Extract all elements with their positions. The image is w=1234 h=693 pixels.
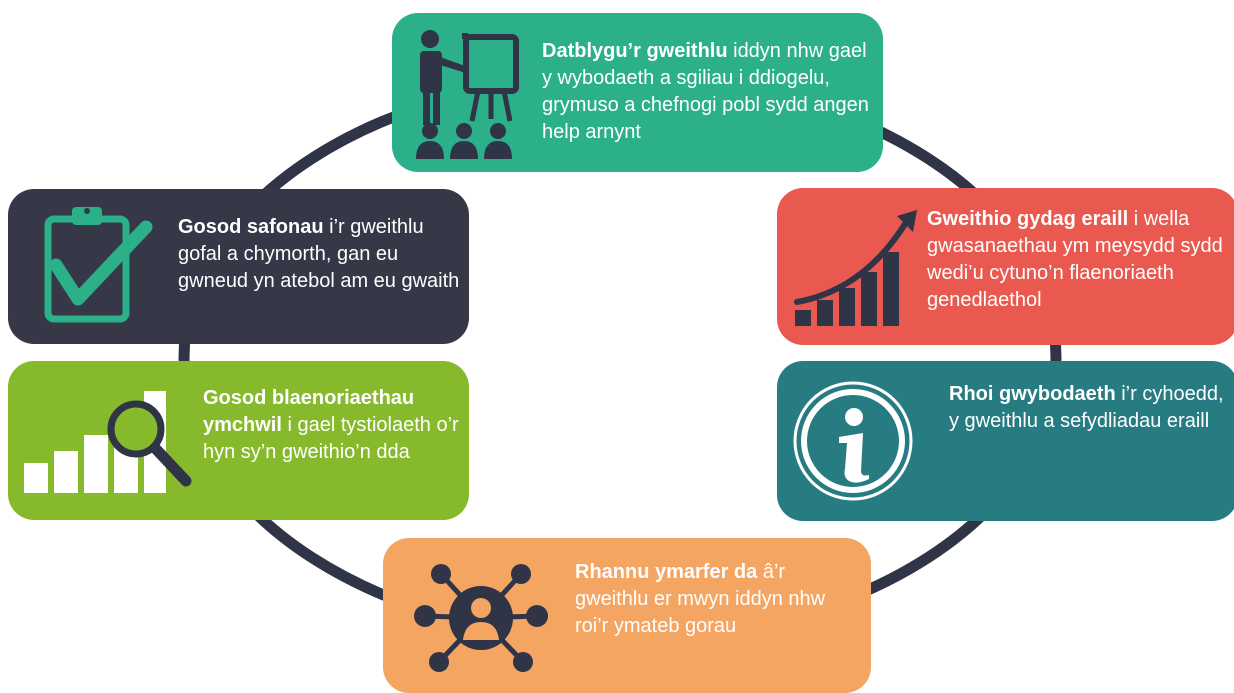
card-heading: Gweithio gydag eraill <box>927 208 1129 230</box>
card-body: i’r cyhoedd, y gweithlu a sefydliadau er… <box>949 383 1224 432</box>
presentation-icon <box>416 30 519 159</box>
card-description: Gweithio gydag eraill i wella gwasanaeth… <box>927 206 1227 314</box>
card-body: i wella gwasanaethau ym meysydd sydd wed… <box>927 208 1223 311</box>
card-set-standards: Gosod safonau i’r gweithlu gofal a chymo… <box>8 189 469 344</box>
card-heading: Rhannu ymarfer da <box>575 561 758 583</box>
card-description: Gosod safonau i’r gweithlu gofal a chymo… <box>178 214 463 295</box>
card-heading: Rhoi gwybodaeth <box>949 383 1116 405</box>
card-share-good-practice: Rhannu ymarfer da â’r gweithlu er mwyn i… <box>383 538 871 693</box>
research-chart-magnifier-icon <box>24 391 192 493</box>
card-body: iddyn nhw gael y wybodaeth a sgiliau i d… <box>542 40 869 143</box>
card-heading: Gosod safonau <box>178 216 324 238</box>
card-develop-workforce: Datblygu’r gweithlu iddyn nhw gael y wyb… <box>392 13 883 172</box>
growth-chart-icon <box>794 210 917 326</box>
card-provide-information: Rhoi gwybodaeth i’r cyhoedd, y gweithlu … <box>777 361 1234 521</box>
card-description: Rhannu ymarfer da â’r gweithlu er mwyn i… <box>575 559 860 640</box>
card-description: Gosod blaenoriaethau ymchwil i gael tyst… <box>203 385 463 466</box>
clipboard-check-icon <box>44 207 153 323</box>
card-heading: Gosod blaenoriaethau ymchwil <box>203 387 415 436</box>
card-heading: Datblygu’r gweithlu <box>542 40 728 62</box>
network-person-icon <box>414 564 548 672</box>
card-description: Rhoi gwybodaeth i’r cyhoedd, y gweithlu … <box>949 381 1224 435</box>
information-icon <box>793 381 913 501</box>
card-work-with-others: Gweithio gydag eraill i wella gwasanaeth… <box>777 188 1234 345</box>
card-description: Datblygu’r gweithlu iddyn nhw gael y wyb… <box>542 38 872 146</box>
card-body: i’r gweithlu gofal a chymorth, gan eu gw… <box>178 216 460 292</box>
card-research-priorities: Gosod blaenoriaethau ymchwil i gael tyst… <box>8 361 469 520</box>
card-body: i gael tystiolaeth o’r hyn sy’n gweithio… <box>203 414 459 463</box>
card-body: â’r gweithlu er mwyn iddyn nhw roi’r yma… <box>575 561 826 637</box>
